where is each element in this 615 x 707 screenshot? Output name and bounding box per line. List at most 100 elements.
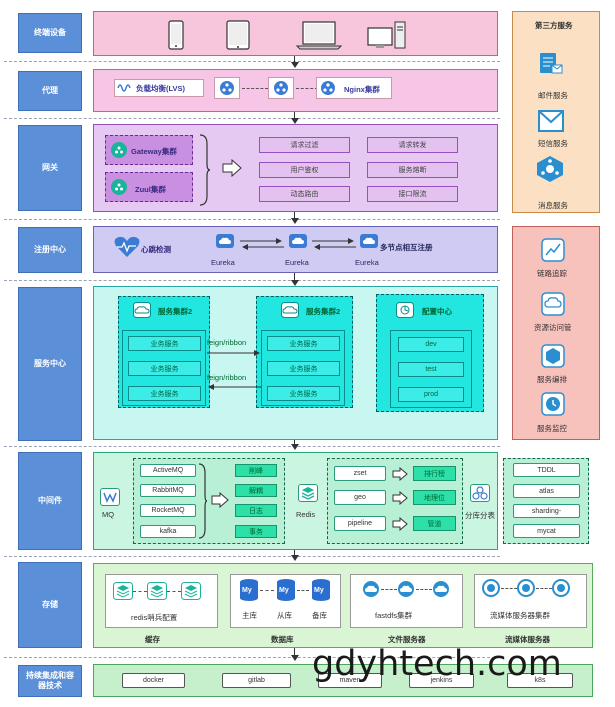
cloud-node-icon [362, 580, 380, 598]
message-service-icon [535, 155, 565, 183]
mysql-mark: My [314, 587, 324, 594]
sharding-icon [470, 484, 490, 502]
multi-node-label: 多节点相互注册 [380, 243, 433, 252]
flow-arrow-head [291, 118, 299, 124]
layer-label-ci: 持续集成和容器技术 [18, 665, 82, 697]
eureka-icon [216, 234, 234, 248]
flow-arrow-head [291, 655, 299, 661]
sms-service-icon [538, 110, 564, 132]
cluster-cloud-icon [281, 302, 299, 318]
eureka-icon [289, 234, 307, 248]
sharding-item: atlas [513, 484, 580, 498]
layer-divider [4, 118, 500, 119]
business-service-box: 业务服务 [267, 336, 340, 351]
mail-service-icon [538, 52, 564, 76]
flow-arrow-head [291, 444, 299, 450]
link [416, 589, 432, 590]
gateway-feature: 用户鉴权 [259, 162, 350, 178]
mq-feature: 削峰 [235, 464, 277, 477]
gateway-icon [111, 142, 127, 158]
laptop-icon [296, 20, 342, 50]
double-arrow-icon [240, 237, 284, 251]
config-env-prod: prod [398, 387, 464, 402]
flow-arrow-head [291, 555, 299, 561]
mq-item: kafka [140, 525, 196, 538]
mysql-icon [310, 578, 332, 602]
ops-item: 服务编排 [537, 375, 567, 384]
redis-sentinel-label: redis哨兵配置 [131, 613, 178, 622]
mq-feature: 日志 [235, 504, 277, 517]
service-cluster-1-title: 服务集群2 [158, 307, 193, 316]
lvs-box [114, 79, 204, 97]
sharding-label: 分库分表 [465, 511, 495, 520]
lvs-label: 负载均衡(LVS) [136, 84, 186, 93]
mysql-mark: My [279, 587, 289, 594]
redis-icon [298, 484, 318, 502]
media-node-icon [517, 579, 535, 597]
storage-caption-database: 数据库 [271, 635, 294, 644]
business-service-box: 业务服务 [128, 361, 201, 376]
tablet-icon [226, 20, 250, 50]
flow-arrow [294, 273, 295, 281]
link [133, 591, 147, 592]
gateway-cluster-label: Gateway集群 [131, 147, 177, 156]
desktop-icon [367, 20, 407, 50]
fastdfs-label: fastdfs集群 [375, 611, 413, 620]
cluster-icon [219, 80, 235, 96]
right-arrow-icon [392, 467, 408, 481]
ci-item-jenkins: jenkins [409, 673, 474, 688]
ci-item-gitlab: gitlab [222, 673, 291, 688]
business-service-box: 业务服务 [267, 386, 340, 401]
eureka-icon [360, 234, 378, 248]
config-center-title: 配置中心 [422, 307, 452, 316]
trace-icon [541, 238, 565, 262]
orchestration-icon [541, 344, 565, 368]
layer-divider [4, 61, 500, 62]
config-env-frame [390, 330, 472, 408]
cluster-icon [273, 80, 289, 96]
mq-icon [100, 488, 120, 506]
left-arrow-line [207, 384, 261, 390]
ops-item: 资源访问管 [534, 323, 572, 332]
storage-caption-file: 文件服务器 [388, 635, 426, 644]
ci-item-maven: maven [318, 673, 382, 688]
gateway-feature: 请求过滤 [259, 137, 350, 153]
redis-node-icon [147, 582, 167, 600]
phone-icon [168, 20, 184, 50]
sharding-item: sharding- [513, 504, 580, 518]
link [536, 588, 552, 589]
feign-label: feign/ribbon [207, 373, 247, 382]
nginx-cluster-box [316, 77, 392, 99]
flow-arrow [294, 112, 295, 119]
cloud-node-icon [432, 580, 450, 598]
storage-caption-cache: 缓存 [145, 635, 160, 644]
third-party-item: 消息服务 [538, 201, 568, 210]
flow-arrow [294, 440, 295, 445]
eureka-label: Eureka [355, 258, 379, 267]
redis-label: Redis [296, 510, 316, 519]
cluster-icon [320, 80, 336, 96]
nginx-label: Nginx集群 [344, 85, 380, 94]
redis-node-icon [113, 582, 133, 600]
layer-label-gateway: 网关 [18, 125, 82, 211]
right-arrow-icon [392, 491, 408, 505]
redis-type: pipeline [334, 516, 386, 531]
redis-type: geo [334, 490, 386, 505]
cluster-cloud-icon [133, 302, 151, 318]
business-service-box: 业务服务 [267, 361, 340, 376]
mysql-mark: My [242, 587, 252, 594]
right-arrow-line [207, 350, 261, 356]
layer-divider [4, 657, 500, 658]
ci-item-k8s: k8s [507, 673, 573, 688]
business-service-box: 业务服务 [128, 386, 201, 401]
mysql-icon [238, 578, 260, 602]
terminal-layer [93, 11, 498, 56]
monitor-icon [541, 392, 565, 416]
gateway-feature: 动态路由 [259, 186, 350, 202]
gateway-feature: 接口限流 [367, 186, 458, 202]
layer-label-middleware: 中间件 [18, 452, 82, 550]
link [501, 588, 517, 589]
mysql-icon [275, 578, 297, 602]
layer-divider [4, 556, 500, 557]
third-party-title: 第三方服务 [535, 21, 573, 30]
